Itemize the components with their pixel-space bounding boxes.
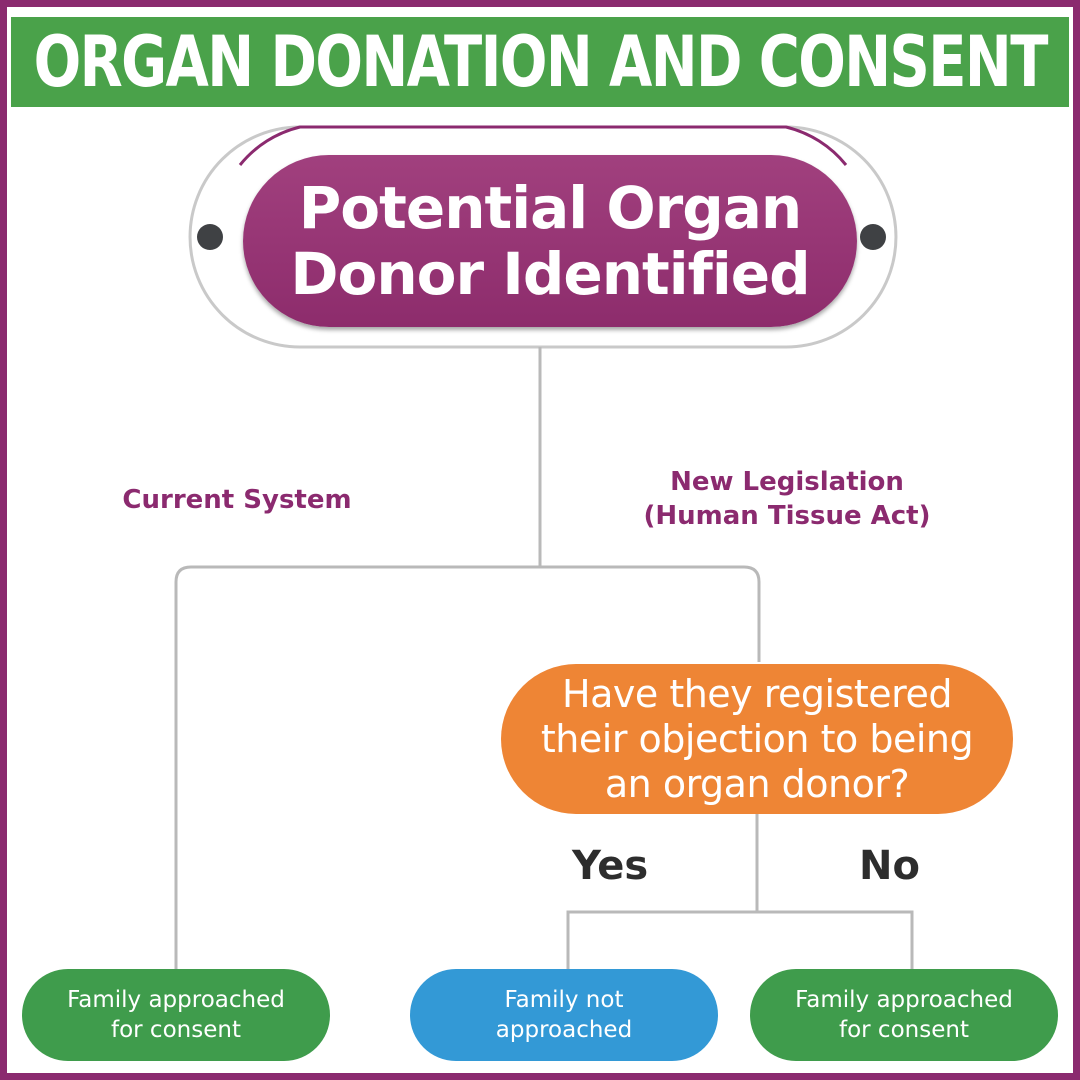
branch-label-new-line2: (Human Tissue Act) [643, 501, 931, 531]
start-node-line1: Potential Organ [298, 174, 802, 242]
title-banner: ORGAN DONATION AND CONSENT [11, 17, 1069, 107]
answer-no-label: No [859, 843, 920, 889]
branch-label-current-system: Current System [97, 483, 377, 517]
right-node-dot [860, 224, 886, 250]
outcome-current-line1: Family approached [67, 987, 285, 1013]
branch-label-current-text: Current System [122, 485, 352, 515]
question-line1: Have they registered [562, 671, 952, 716]
decision-question: Have they registered their objection to … [501, 664, 1013, 814]
capsule-outer-ring [188, 125, 898, 349]
branch-label-new-line1: New Legislation [670, 467, 904, 497]
outcome-current-line2: for consent [111, 1017, 241, 1043]
start-node: Potential Organ Donor Identified [243, 155, 857, 327]
outcome-no-line1: Family approached [795, 987, 1013, 1013]
outcome-family-approached: Family approached for consent [750, 969, 1058, 1061]
outcome-yes-line1: Family not [504, 987, 624, 1013]
question-line3: an organ donor? [604, 761, 910, 806]
outcome-current-system: Family approached for consent [22, 969, 330, 1061]
question-line2: their objection to being [540, 716, 974, 761]
branch-label-new-legislation: New Legislation (Human Tissue Act) [617, 465, 957, 533]
start-node-line2: Donor Identified [290, 240, 810, 308]
yes-no-connector [566, 910, 914, 970]
capsule-outer-ring-accent [238, 125, 848, 166]
answer-yes-label: Yes [572, 843, 649, 889]
outcome-yes-line2: approached [495, 1017, 633, 1043]
outcome-family-not-approached: Family not approached [410, 969, 718, 1061]
split-connector [174, 565, 761, 970]
diagram-title: ORGAN DONATION AND CONSENT [33, 21, 1048, 103]
left-node-dot [197, 224, 223, 250]
outcome-no-line2: for consent [839, 1017, 969, 1043]
